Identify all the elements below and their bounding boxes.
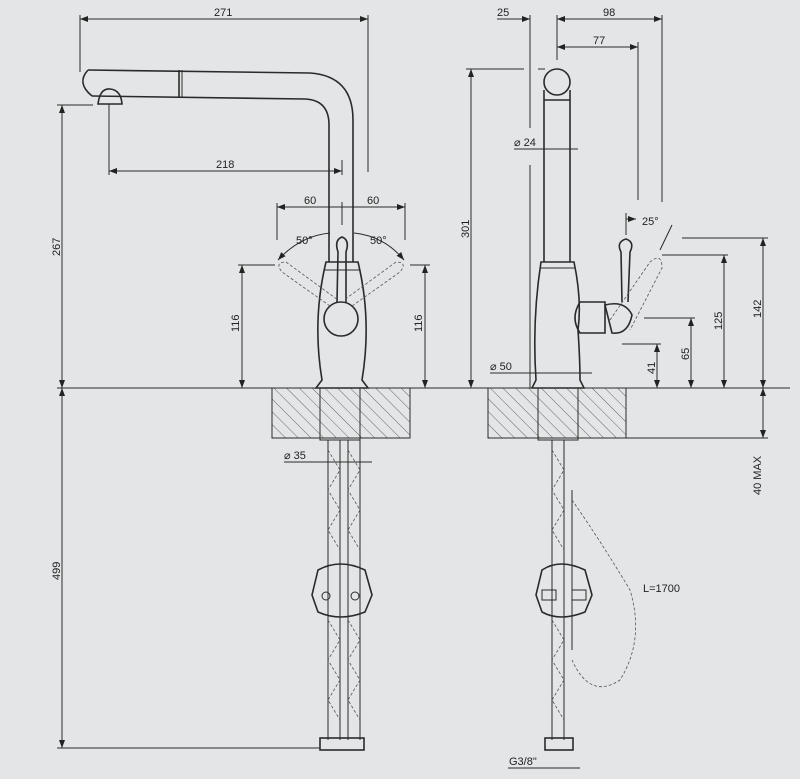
- dim-hose-pullout-length: L=1700: [643, 583, 680, 595]
- dim-lever-open-height: 125: [713, 312, 725, 330]
- dim-max-counter-thickness: 40 MAX: [752, 455, 764, 495]
- counter-section-front: [271, 387, 411, 439]
- faucet-body-front: [314, 261, 370, 389]
- front-view: 271 218 60 60 50° 50° 116 116 267 499 ⌀ …: [51, 7, 430, 751]
- dim-lever-right-offset: 60: [367, 195, 379, 207]
- hoses-front: [311, 440, 373, 751]
- lever-side: [618, 238, 633, 303]
- side-view: 25 98 77 ⌀ 24 25° 301 142 125 65 41 ⌀ 50…: [460, 7, 768, 769]
- counter-section-side: [487, 387, 627, 439]
- dim-handle-axis-height: 65: [680, 348, 692, 360]
- handle-hub-side: [574, 301, 606, 334]
- dim-lever-angle: 25°: [642, 216, 659, 228]
- spout-side: [543, 90, 571, 262]
- dim-hose-length: 499: [51, 562, 63, 580]
- spout-top-front: [87, 69, 354, 262]
- lever-front: [335, 236, 349, 303]
- dim-base-diameter: ⌀ 50: [490, 361, 512, 373]
- spout-head-side: [543, 68, 571, 96]
- spout-tip-front: [82, 69, 93, 97]
- dim-connection-thread: G3/8": [509, 756, 537, 768]
- dim-spout-diameter: ⌀ 24: [514, 137, 536, 149]
- dim-lever-top-height: 142: [752, 300, 764, 318]
- hoses-side: [535, 440, 636, 751]
- dim-lever-height-right: 116: [413, 314, 425, 332]
- dim-lever-right-angle: 50°: [370, 235, 387, 247]
- faucet-body-side: [530, 261, 586, 389]
- dim-shank-diameter: ⌀ 35: [284, 450, 306, 462]
- dim-overall-reach: 271: [214, 7, 232, 19]
- dim-lever-depth: 77: [593, 35, 605, 47]
- dim-lever-left-angle: 50°: [296, 235, 313, 247]
- dim-total-height: 301: [460, 220, 472, 238]
- dim-total-depth: 98: [603, 7, 615, 19]
- dim-lever-left-offset: 60: [304, 195, 316, 207]
- dim-handle-bottom-height: 41: [646, 362, 658, 374]
- handle-hub-front: [323, 301, 359, 337]
- dim-rear-offset: 25: [497, 7, 509, 19]
- dim-lever-height-left: 116: [230, 314, 242, 332]
- dim-spout-reach: 218: [216, 159, 234, 171]
- spout-bottom-front: [91, 95, 330, 262]
- dim-spout-height: 267: [51, 238, 63, 256]
- aerator-front: [97, 88, 123, 105]
